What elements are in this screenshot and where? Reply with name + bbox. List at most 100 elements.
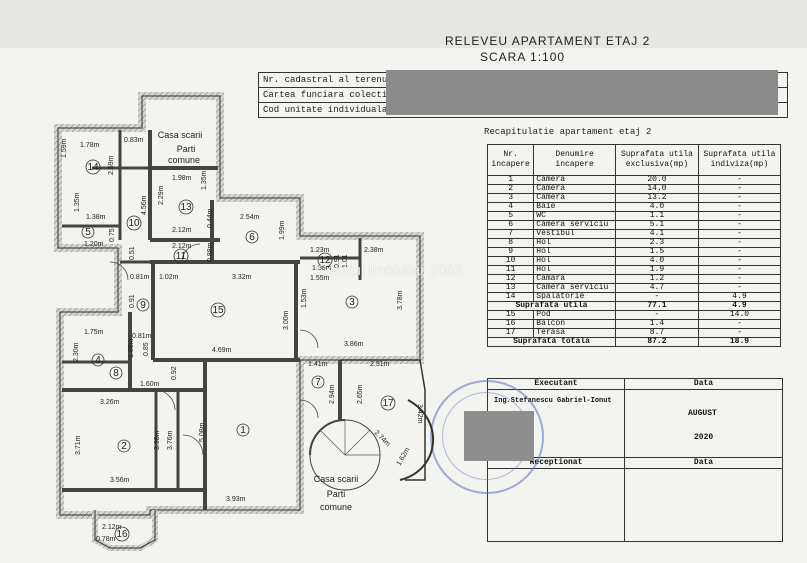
col-nr-header: Nr. incapere [486, 144, 535, 176]
dim-label: 2.59m [108, 155, 115, 175]
walls [54, 92, 434, 551]
executant-data-label: Data [625, 379, 782, 390]
dim-label: 0.85 [143, 342, 150, 356]
dim-label: 1.41m [308, 361, 328, 368]
room-12-number: 12 [319, 255, 331, 266]
signature-month: AUGUST [688, 409, 717, 418]
room-13-number: 13 [180, 202, 192, 213]
recap-table: Nr. incapere Denumire incapere Suprafata… [486, 144, 782, 347]
room-15-number: 15 [212, 305, 224, 316]
dim-label: 1.88m [128, 338, 135, 358]
dim-label: 4.56m [141, 195, 148, 215]
floor-plan: 1 2 3 4 5 6 7 8 9 10 11 12 13 1 [54, 92, 434, 551]
common-area-labels: Casa scarii Parti comune Casa scarii Par… [158, 130, 359, 512]
dim-label: 0.88m [207, 242, 214, 262]
table-cell: 87.2 [614, 337, 699, 347]
room-17-number: 17 [382, 398, 394, 409]
executant-label: Executant [488, 379, 624, 390]
room-5-number: 5 [85, 227, 91, 238]
room-2-number: 2 [121, 441, 127, 452]
receptionat-label: Receptionat [488, 457, 624, 469]
dim-label: 0.81m [130, 274, 150, 281]
dim-label: 2.54m [240, 214, 260, 221]
dim-label: 3.98m [154, 430, 161, 450]
room-7-number: 7 [315, 377, 321, 388]
dim-label: 2.51m [370, 361, 390, 368]
dim-label: 1.60m [140, 381, 160, 388]
dim-label: 1.53m [301, 288, 308, 308]
table-cell: 18.9 [697, 337, 782, 347]
room-9-number: 9 [140, 300, 146, 311]
document-title: RELEVEU APARTAMENT ETAJ 2 [445, 34, 651, 48]
dim-label: 0.51 [129, 246, 136, 260]
dim-label: 0.78m [96, 536, 116, 543]
dim-label: 3.71m [75, 435, 82, 455]
room-14-number: 14 [87, 162, 99, 173]
dim-label: 3.56m [110, 477, 130, 484]
signature-divider [624, 379, 625, 541]
dim-label: 1.62m [396, 447, 412, 467]
table-cell: Baie [533, 202, 616, 212]
document-scale: SCARA 1:100 [480, 50, 566, 64]
dim-label: 0.91 [129, 294, 136, 308]
signature-year: 2020 [694, 433, 714, 442]
casa-scarii-bottom-label: Casa scarii [314, 474, 359, 484]
casa-scarii-top-label: Casa scarii [158, 130, 203, 140]
dim-label: 1.78m [80, 142, 100, 149]
dim-label: 2.94m [329, 384, 336, 404]
comune-top-label: comune [168, 155, 200, 165]
dim-label: 0.91 [334, 254, 341, 268]
dim-label: 1.23m [310, 247, 330, 254]
recap-title: Recapitulatie apartament etaj 2 [484, 127, 652, 137]
dim-label: 0.44m [207, 208, 214, 228]
room-16-number: 16 [116, 529, 128, 540]
room-10-number: 10 [128, 218, 140, 229]
dim-label: 3.78m [397, 290, 404, 310]
dim-label: 2.30m [73, 342, 80, 362]
room-11-number: 11 [176, 251, 187, 262]
dim-label: 2.38m [364, 247, 384, 254]
dim-label: 1.38m [86, 214, 106, 221]
table-cell: Suprafata totala [487, 337, 616, 347]
dim-label: 2.74m [373, 429, 392, 448]
room-1-number: 1 [240, 425, 246, 436]
watermark-text: Centrul Imobiliar 2003 [316, 262, 463, 279]
room-6-number: 6 [249, 232, 255, 243]
dim-label: 0.92 [171, 366, 178, 380]
dim-label: 1.99m [279, 220, 286, 240]
executant-name: Ing.Stefanescu Gabriel-Ionut [494, 397, 612, 405]
dim-label: 5.08m [199, 422, 206, 442]
dim-label: 1.98m [172, 175, 192, 182]
dim-label: 3.93m [226, 496, 246, 503]
dim-label: 1.35m [74, 192, 81, 212]
room-3-number: 3 [349, 297, 355, 308]
dim-label: 3.00m [283, 310, 290, 330]
parti-top-label: Parti [177, 144, 196, 154]
official-stamp [430, 380, 544, 494]
dim-label: 0.75 [109, 228, 116, 242]
dim-label: 2.12m [172, 227, 192, 234]
dim-label: 1.01 [342, 254, 349, 268]
dim-label: 0.83m [124, 137, 144, 144]
dim-label: 3.86m [344, 341, 364, 348]
room-numbers: 1 2 3 4 5 6 7 8 9 10 11 12 13 1 [81, 159, 396, 542]
col-name-header: Denumire incapere [533, 144, 616, 176]
col-excl-header: Suprafata utila exclusiva(mp) [614, 144, 699, 176]
dim-label: 2.12m [102, 524, 122, 531]
dim-label: 1.35m [201, 170, 208, 190]
dim-label: 3.76m [167, 430, 174, 450]
room-8-number: 8 [113, 368, 119, 379]
dim-label: 1.02m [159, 274, 179, 281]
dim-label: 2.12m [172, 243, 192, 250]
dim-label: 4.69m [212, 347, 232, 354]
room-4-number: 4 [95, 355, 101, 366]
redaction-signature [464, 411, 534, 461]
dim-label: 1.75m [84, 329, 104, 336]
dim-label: 1.20m [84, 241, 104, 248]
dim-label: 1.55m [310, 275, 330, 282]
redaction-cadastral [386, 70, 778, 115]
dim-label: 2.65m [357, 384, 364, 404]
